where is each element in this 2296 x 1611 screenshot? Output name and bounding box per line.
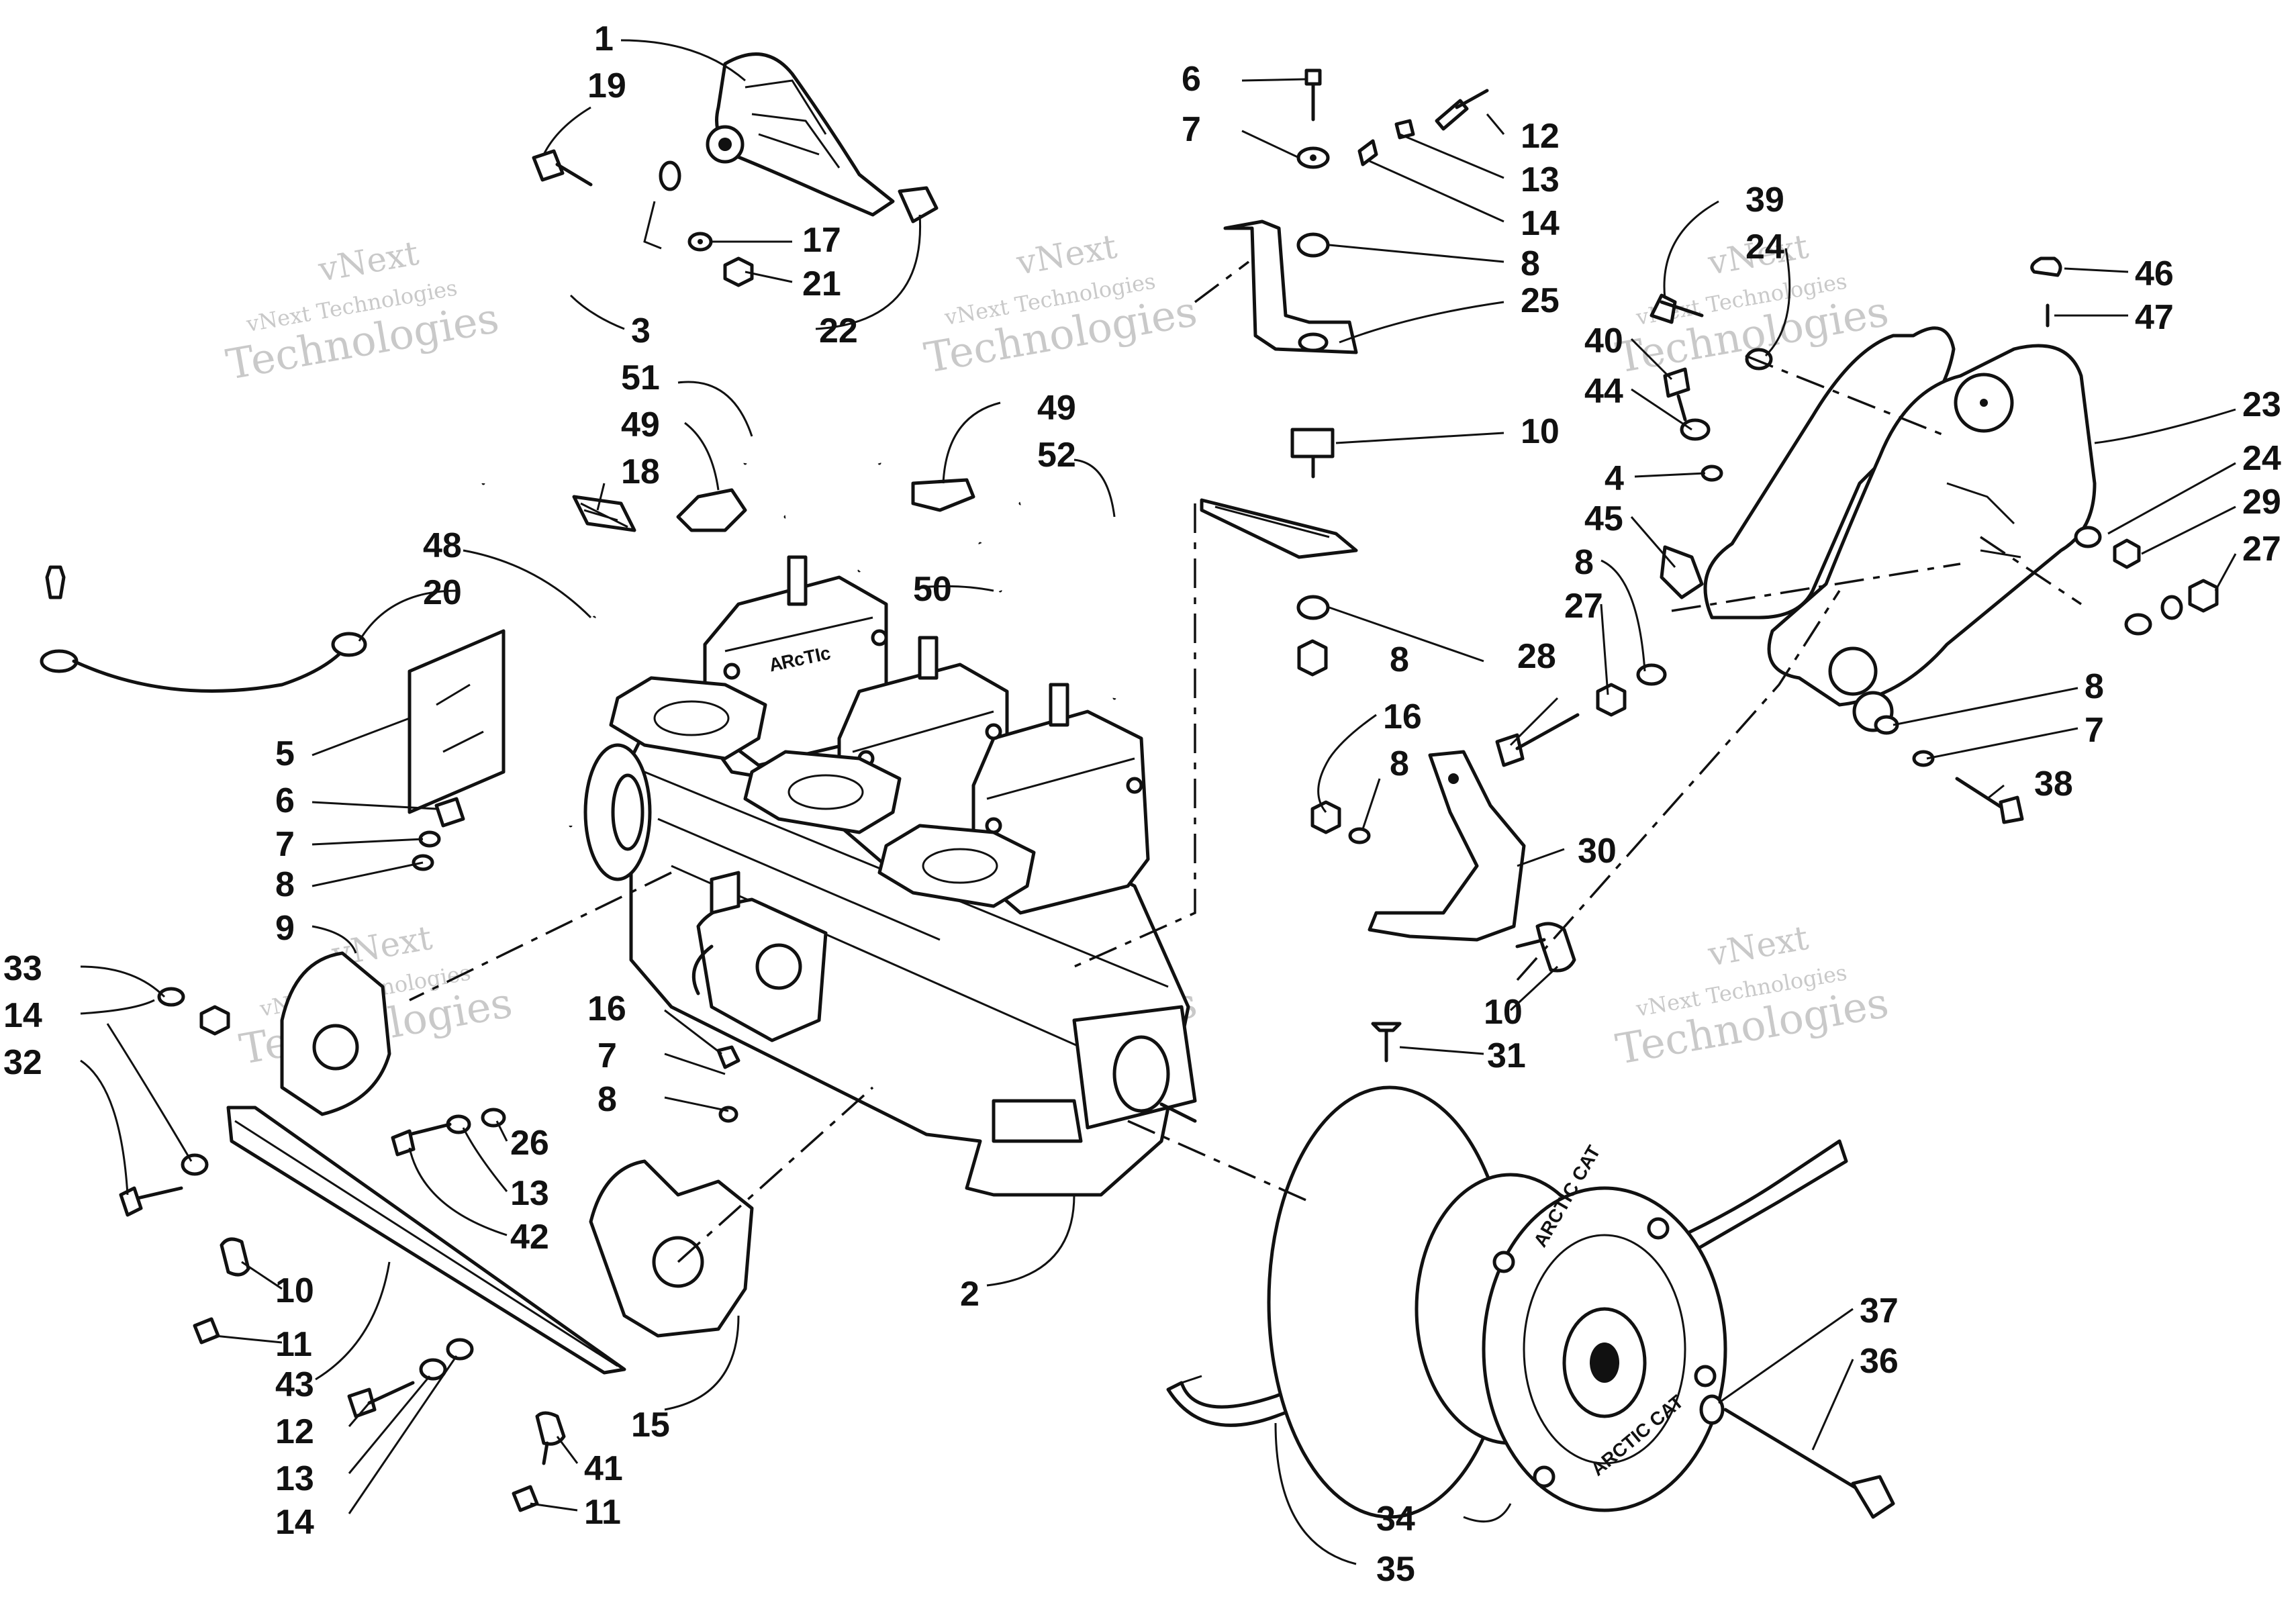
callout-2: 2: [960, 1275, 979, 1314]
callout-31: 31: [1487, 1036, 1526, 1075]
callout-40: 40: [1584, 322, 1623, 360]
decal-18: [572, 495, 636, 532]
callout-1: 1: [594, 19, 614, 58]
upper-mount-stack: [1200, 68, 1489, 677]
callout-16: 16: [587, 989, 626, 1028]
callout-6: 6: [275, 781, 295, 820]
right-mount-bracket: [1495, 256, 2219, 824]
callout-7: 7: [1182, 110, 1201, 149]
coolant-hoses: [566, 404, 1129, 828]
card-5: [408, 629, 506, 814]
callout-25: 25: [1521, 281, 1560, 320]
callout-38: 38: [2034, 765, 2073, 803]
callout-33: 33: [3, 949, 42, 988]
nut-21: [723, 256, 754, 287]
callout-52: 52: [1037, 436, 1076, 475]
callout-13: 13: [1521, 160, 1560, 199]
watermark-1: vNext vNext Technologies Technologies: [222, 234, 502, 389]
callout-11: 11: [275, 1325, 312, 1364]
callout-16: 16: [1383, 697, 1422, 736]
callout-35: 35: [1376, 1550, 1415, 1589]
callout-47: 47: [2135, 298, 2174, 337]
callout-3: 3: [631, 311, 651, 350]
callout-20: 20: [423, 573, 462, 612]
callout-45: 45: [1584, 499, 1623, 538]
exhaust-flanges: [609, 676, 1036, 908]
callout-14: 14: [3, 996, 42, 1035]
svg-text:vNext: vNext: [315, 234, 422, 289]
callout-6: 6: [1182, 60, 1201, 99]
callout-14: 14: [1521, 204, 1560, 243]
callout-10: 10: [1484, 993, 1523, 1032]
watermark-6: vNext vNext Technologies Technologies: [1612, 918, 1892, 1074]
callout-29: 29: [2242, 483, 2281, 522]
callout-26: 26: [510, 1124, 549, 1163]
clutch-and-belt: ARCTIC CAT ARCTIC CAT: [1166, 1085, 1895, 1519]
callout-12: 12: [275, 1412, 314, 1451]
callout-8: 8: [2085, 667, 2104, 706]
callout-7: 7: [597, 1036, 617, 1075]
callout-19: 19: [587, 66, 626, 105]
callout-46: 46: [2135, 254, 2174, 293]
callout-8: 8: [1390, 640, 1409, 679]
callout-28: 28: [1517, 637, 1556, 676]
callout-7: 7: [275, 825, 295, 864]
callout-8: 8: [1521, 244, 1540, 283]
callout-10: 10: [1521, 412, 1560, 451]
callout-18: 18: [621, 452, 660, 491]
callout-13: 13: [510, 1174, 549, 1213]
callout-14: 14: [275, 1503, 314, 1542]
callout-7: 7: [2085, 711, 2104, 750]
callout-17: 17: [802, 221, 841, 260]
callout-43: 43: [275, 1365, 314, 1404]
recoil-guard-part: [706, 52, 939, 224]
bolt-19: [532, 149, 593, 187]
callout-51: 51: [621, 358, 660, 397]
callout-49: 49: [621, 405, 660, 444]
callout-27: 27: [2242, 530, 2281, 569]
callout-8: 8: [275, 865, 295, 904]
hose-part: [479, 160, 681, 485]
callout-23: 23: [2242, 385, 2281, 424]
callout-12: 12: [1521, 117, 1560, 156]
callout-21: 21: [802, 264, 841, 303]
left-mount-parts: [119, 797, 754, 1512]
callout-8: 8: [597, 1080, 617, 1119]
callout-8: 8: [1574, 543, 1594, 582]
leader-lines: [80, 39, 2237, 1565]
callout-34: 34: [1376, 1500, 1415, 1539]
svg-text:vNext: vNext: [1705, 918, 1811, 974]
svg-text:vNext: vNext: [1013, 227, 1120, 283]
callout-13: 13: [275, 1459, 314, 1498]
callout-32: 32: [3, 1043, 42, 1082]
callout-36: 36: [1860, 1342, 1899, 1381]
callout-22: 22: [819, 311, 858, 350]
callout-4: 4: [1605, 459, 1624, 498]
callout-42: 42: [510, 1218, 549, 1257]
callout-50: 50: [913, 570, 952, 609]
callout-5: 5: [275, 734, 295, 773]
callout-48: 48: [423, 526, 462, 565]
callout-9: 9: [275, 909, 295, 948]
callout-15: 15: [631, 1406, 670, 1445]
callout-30: 30: [1578, 832, 1617, 871]
callout-24: 24: [1745, 228, 1784, 266]
callout-11: 11: [584, 1493, 621, 1532]
callout-27: 27: [1564, 587, 1603, 626]
callout-39: 39: [1745, 181, 1784, 219]
callout-44: 44: [1584, 372, 1623, 411]
callout-24: 24: [2242, 439, 2281, 478]
ground-wire-20: [40, 565, 367, 693]
callout-49: 49: [1037, 389, 1076, 428]
callout-37: 37: [1860, 1291, 1899, 1330]
callout-10: 10: [275, 1271, 314, 1310]
callouts: 1 19 17 21 22 3 6 7 12 13 14 8 25 10 8 1…: [3, 19, 2281, 1589]
lower-right-bracket: [1310, 750, 1576, 1063]
watermark-2: vNext vNext Technologies Technologies: [920, 227, 1200, 383]
callout-41: 41: [584, 1449, 623, 1488]
centerlines: [409, 260, 2082, 1263]
callout-8: 8: [1390, 744, 1409, 783]
washer-17: [687, 232, 713, 252]
